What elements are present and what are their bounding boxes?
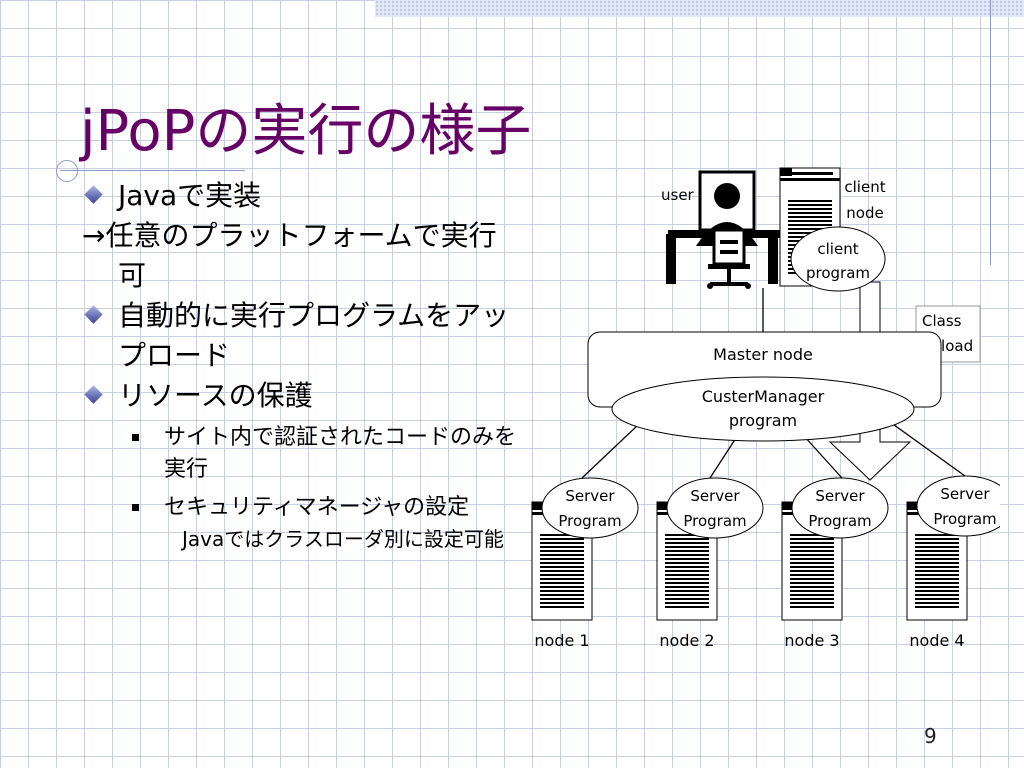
client-program-bubble: [790, 226, 886, 292]
diamond-bullet-icon: [84, 385, 103, 404]
sub-sub-bullet-text: Javaではクラスローダ別に設定可能: [182, 527, 504, 551]
server-program-label-line2: Program: [808, 512, 871, 530]
client-node-label-line2: node: [846, 204, 883, 222]
user-label: user: [661, 186, 695, 204]
diamond-bullet-icon: [84, 185, 103, 204]
bullet-continuation: →任意のプラットフォームで実行可: [82, 219, 497, 292]
cluster-diagram: user client node client program Class up…: [531, 167, 1000, 650]
manager-program-bubble: [611, 376, 915, 442]
page-number: 9: [924, 724, 937, 748]
server-program-bubble: [791, 477, 889, 539]
sub-bullet-text: サイト内で認証されたコードのみを実行: [164, 425, 517, 482]
master-node2-link: [709, 437, 737, 479]
client-node-label-line1: client: [844, 178, 885, 196]
sub-bullet-item: セキュリティマネージャの設定: [82, 492, 522, 524]
bullet-list: Javaで実装 →任意のプラットフォームで実行可 自動的に実行プログラムをアップ…: [82, 176, 522, 555]
bullet-item: Javaで実装: [82, 176, 522, 216]
server-program-label-line2: Program: [683, 512, 746, 530]
sub-bullet-item: サイト内で認証されたコードのみを実行: [82, 422, 522, 486]
server-program-label-line2: Program: [933, 510, 996, 528]
user-workstation-icon: [666, 170, 780, 289]
master-node3-link: [803, 435, 843, 479]
bullet-item: リソースの保護: [82, 376, 522, 416]
server-program-label-line1: Server: [940, 485, 990, 503]
square-bullet-icon: [132, 504, 139, 511]
bullet-text: リソースの保護: [118, 379, 313, 412]
title-underline-rule: [60, 170, 245, 171]
sub-bullet-text: セキュリティマネージャの設定: [164, 495, 470, 520]
node-label: node 1: [534, 631, 589, 650]
diamond-bullet-icon: [84, 305, 103, 324]
server-node-4: Server Program node 4: [906, 475, 1000, 650]
master-node-label: Master node: [713, 345, 813, 364]
node-label: node 2: [659, 631, 714, 650]
server-program-label-line1: Server: [690, 487, 740, 505]
server-program-bubble: [541, 477, 639, 539]
top-decorative-band: [375, 0, 1024, 17]
bullet-text: 自動的に実行プログラムをアップロード: [118, 299, 510, 372]
bullet-item: 自動的に実行プログラムをアップロード: [82, 296, 522, 376]
client-program-label-line1: client: [817, 240, 858, 258]
client-program-label-line2: program: [806, 264, 870, 282]
node-label: node 3: [784, 631, 839, 650]
slide-title: jPoPの実行の様子: [80, 99, 532, 164]
manager-program-label-line1: CusterManager: [702, 387, 825, 406]
server-node-1: Server Program node 1: [531, 477, 639, 650]
node-label: node 4: [909, 631, 964, 650]
bullet-text: Javaで実装: [118, 179, 262, 212]
server-program-label-line2: Program: [558, 512, 621, 530]
server-program-label-line1: Server: [815, 487, 865, 505]
vertical-rule: [990, 0, 991, 265]
class-upload-label-line1: Class: [922, 312, 962, 330]
master-node1-link: [581, 424, 639, 479]
server-program-bubble: [666, 477, 764, 539]
server-node-2: Server Program node 2: [656, 477, 764, 650]
manager-program-label-line2: program: [729, 411, 797, 430]
decorative-ring: [56, 160, 78, 182]
master-node4-link: [889, 421, 966, 477]
server-program-bubble: [916, 475, 1000, 537]
square-bullet-icon: [132, 434, 139, 441]
server-node-3: Server Program node 3: [781, 477, 889, 650]
server-program-label-line1: Server: [565, 487, 615, 505]
